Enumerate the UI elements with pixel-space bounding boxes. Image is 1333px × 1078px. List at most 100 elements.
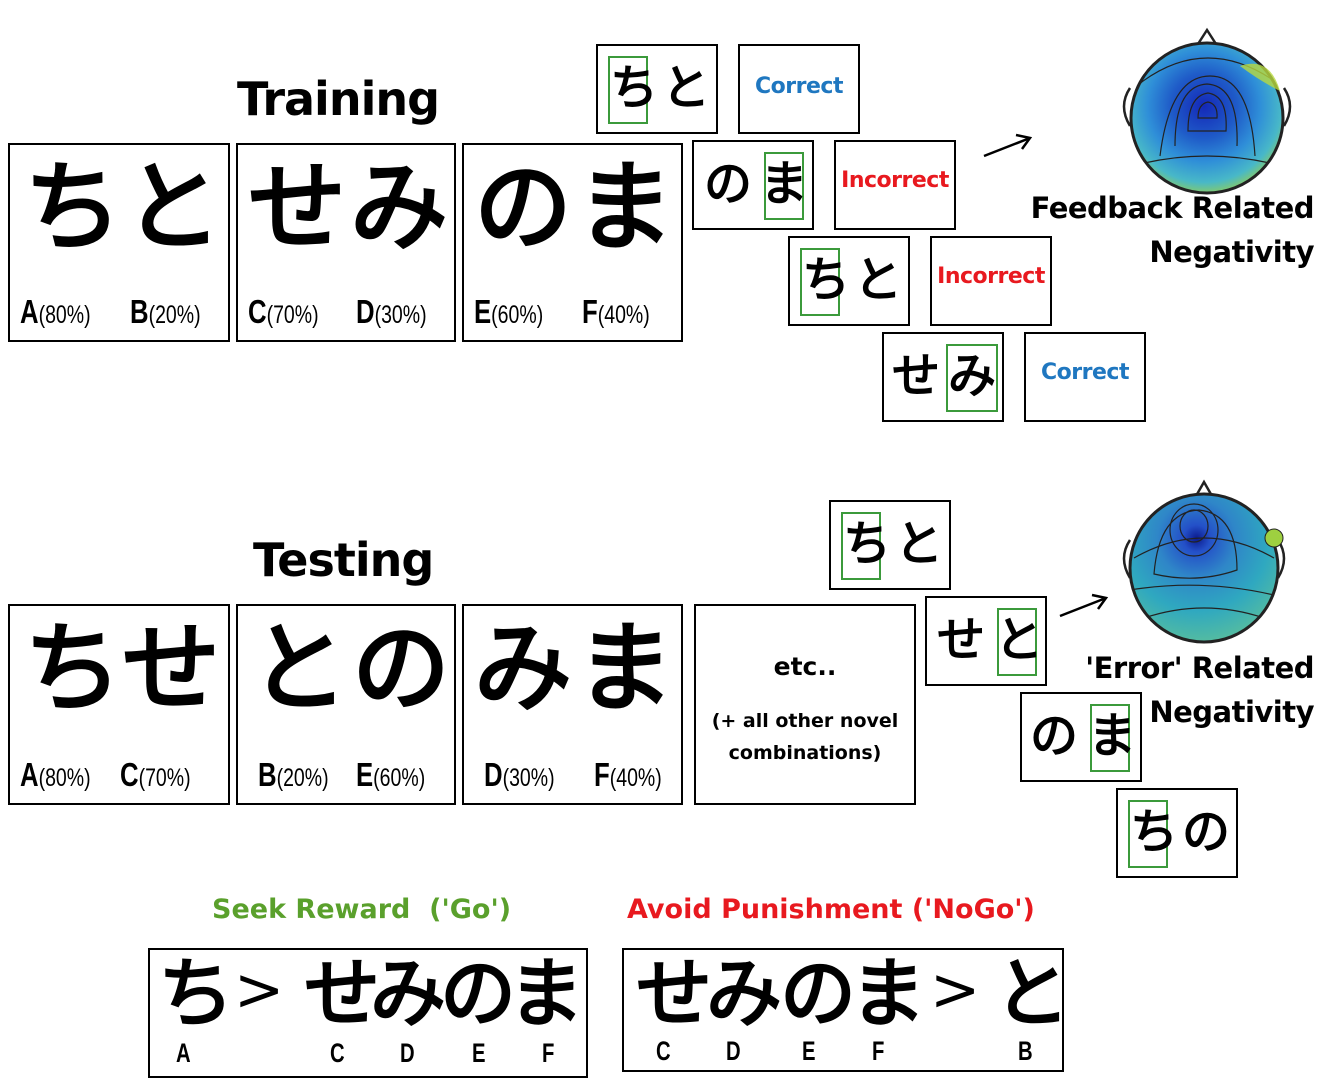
go-seq-a: ち: [158, 949, 234, 1038]
go-seq-c: せ: [304, 949, 380, 1038]
nogo-seq-d: み: [706, 949, 782, 1038]
head-topomap-frn: [1122, 27, 1292, 195]
training-trial-4: せ み: [882, 332, 1004, 422]
choice-highlight: [764, 152, 804, 220]
label-e: E(60%): [356, 756, 426, 793]
kana-f: ま: [576, 612, 675, 726]
kana-e: の: [352, 612, 451, 726]
nogo-sequence-box: せ み の ま > と C D E F B: [622, 948, 1070, 1072]
etc-note-1: (+ all other novel: [711, 710, 899, 732]
feedback-4: Correct: [1024, 332, 1146, 422]
trial-kana-right: と: [854, 252, 903, 308]
go-seq-gt: >: [234, 955, 285, 1025]
ern-label: 'Error' Related Negativity: [1020, 646, 1314, 734]
label-c: C(70%): [120, 756, 191, 793]
label-f: F(40%): [594, 756, 662, 793]
kana-f: ま: [576, 151, 675, 265]
feedback-1: Correct: [738, 44, 860, 134]
choice-highlight: [800, 248, 840, 316]
nogo-seq-gt: >: [930, 955, 981, 1025]
frn-label-line2: Negativity: [1149, 235, 1314, 269]
kana-b: と: [250, 612, 349, 726]
trial-kana-left: の: [1030, 708, 1079, 764]
choice-highlight: [1128, 800, 1168, 868]
frn-label-line1: Feedback Related: [1030, 191, 1315, 225]
testing-pair-df: み ま D(30%) F(40%): [462, 604, 683, 805]
label-a: A(80%): [20, 756, 91, 793]
go-seq-d: み: [370, 949, 446, 1038]
feedback-3: Incorrect: [930, 236, 1052, 326]
testing-pair-ac: ち せ A(80%) C(70%): [8, 604, 230, 805]
testing-trial-1: ち と: [829, 500, 951, 590]
trial-kana-left: ち: [1130, 804, 1179, 860]
trial-kana-left: せ: [892, 348, 941, 404]
label-c: C(70%): [248, 293, 319, 330]
testing-pair-be: と の B(20%) E(60%): [236, 604, 456, 805]
choice-highlight: [946, 344, 998, 412]
trial-kana-right: と: [895, 516, 944, 572]
nogo-letter-d: D: [726, 1036, 741, 1066]
testing-etc-box: etc.. (+ all other novel combinations): [694, 604, 916, 805]
head-topomap-ern: [1122, 479, 1286, 644]
label-a: A(80%): [20, 293, 91, 330]
label-b: B(20%): [258, 756, 329, 793]
kana-c: せ: [248, 151, 347, 265]
nogo-title: Avoid Punishment ('NoGo'): [627, 894, 1035, 925]
go-title: Seek Reward ('Go'): [212, 894, 512, 925]
training-pair-ab: ち と A(80%) B(20%): [8, 143, 230, 342]
nogo-letter-f: F: [872, 1036, 885, 1066]
nogo-seq-b: と: [994, 949, 1070, 1038]
trial-kana-right: と: [995, 612, 1044, 668]
testing-trial-3: の ま: [1020, 692, 1142, 782]
choice-highlight: [1090, 704, 1130, 772]
label-e: E(60%): [474, 293, 544, 330]
nogo-letter-e: E: [802, 1036, 816, 1066]
training-trial-1: ち と: [596, 44, 718, 134]
testing-trial-4: ち の: [1116, 788, 1238, 878]
nogo-letter-b: B: [1018, 1036, 1033, 1066]
kana-d: み: [350, 151, 449, 265]
training-trial-2: の ま: [692, 140, 814, 230]
ern-label-line2: Negativity: [1149, 695, 1314, 729]
choice-highlight: [841, 512, 881, 580]
kana-d: み: [474, 612, 573, 726]
trial-kana-right: ま: [1088, 708, 1137, 764]
etc-label: etc..: [773, 652, 837, 681]
training-title: Training: [237, 72, 440, 126]
go-letter-d: D: [400, 1038, 415, 1068]
trial-kana-left: の: [704, 156, 753, 212]
nogo-seq-f: ま: [850, 949, 926, 1038]
feedback-2: Incorrect: [834, 140, 956, 230]
trial-kana-left: ち: [843, 516, 892, 572]
training-pair-cd: せ み C(70%) D(30%): [236, 143, 456, 342]
testing-trial-2: せ と: [925, 596, 1047, 686]
feedback-incorrect-text: Incorrect: [937, 264, 1045, 289]
testing-title: Testing: [253, 533, 434, 587]
choice-highlight: [608, 56, 648, 124]
go-letter-e: E: [472, 1038, 486, 1068]
training-trial-3: ち と: [788, 236, 910, 326]
kana-b: と: [124, 151, 223, 265]
etc-note-2: combinations): [728, 742, 882, 764]
kana-a: ち: [24, 151, 123, 265]
trial-kana-right: の: [1182, 804, 1231, 860]
frn-label: Feedback Related Negativity: [1020, 186, 1315, 274]
kana-c: せ: [122, 612, 221, 726]
nogo-seq-e: の: [780, 949, 856, 1038]
arrow-icon: [1059, 593, 1109, 618]
trial-kana-right: み: [948, 348, 997, 404]
go-letter-a: A: [176, 1038, 191, 1068]
trial-kana-left: ち: [802, 252, 851, 308]
kana-e: の: [474, 151, 573, 265]
go-seq-f: ま: [508, 949, 584, 1038]
feedback-correct-text: Correct: [755, 74, 843, 99]
trial-kana-right: ま: [760, 156, 809, 212]
label-b: B(20%): [130, 293, 201, 330]
kana-a: ち: [24, 612, 123, 726]
label-d: D(30%): [356, 293, 427, 330]
go-seq-e: の: [440, 949, 516, 1038]
choice-highlight: [997, 608, 1037, 676]
feedback-incorrect-text: Incorrect: [841, 168, 949, 193]
label-d: D(30%): [484, 756, 555, 793]
feedback-correct-text: Correct: [1041, 360, 1129, 385]
